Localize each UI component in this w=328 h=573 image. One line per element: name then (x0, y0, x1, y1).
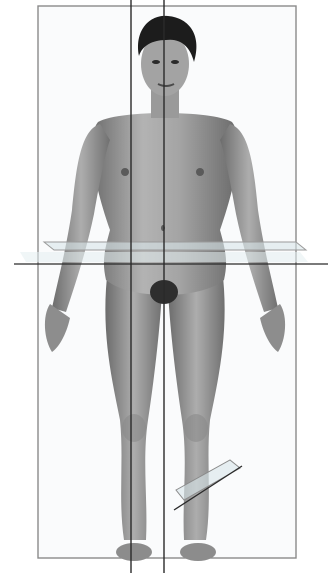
left-foot (116, 543, 152, 561)
torso (92, 113, 238, 295)
right-foot (180, 543, 216, 561)
transverse-plane (14, 242, 328, 264)
right-knee (184, 414, 208, 442)
right-eye (171, 60, 179, 64)
left-eye (152, 60, 160, 64)
right-nipple (196, 168, 204, 176)
left-nipple (121, 168, 129, 176)
left-knee (122, 414, 146, 442)
